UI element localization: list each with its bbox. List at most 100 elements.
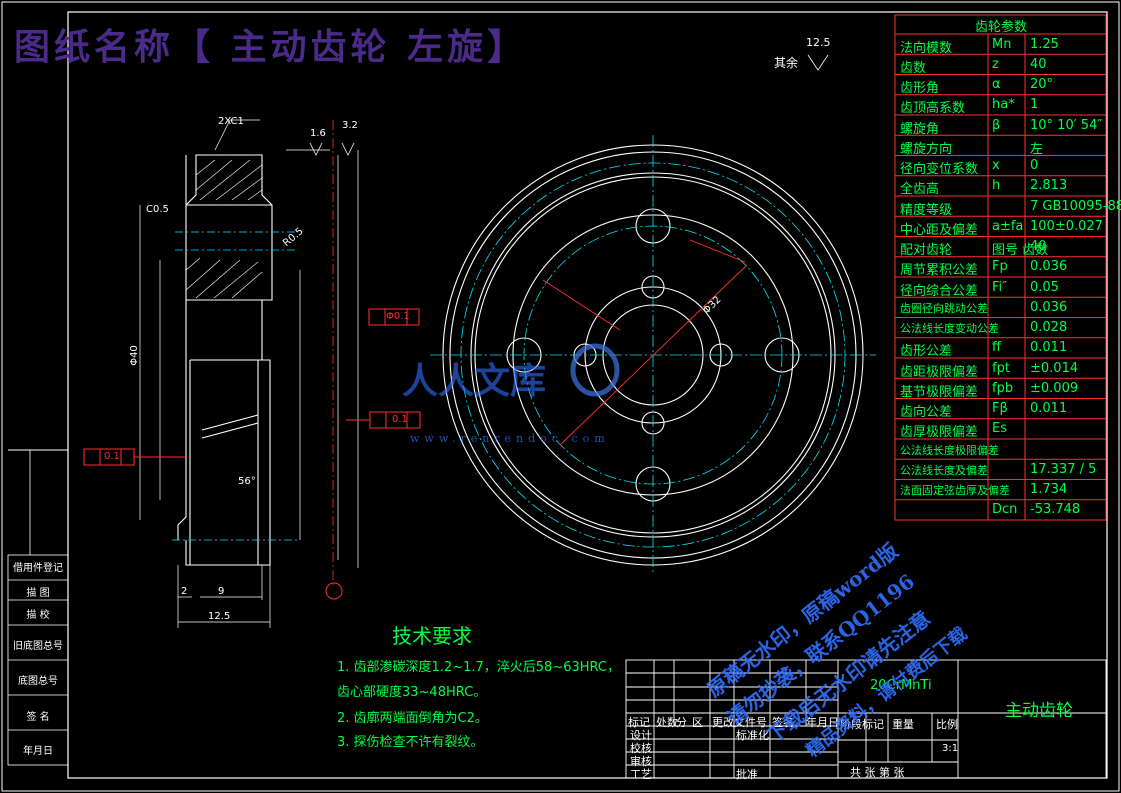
param-value: 0.036 [1030, 299, 1068, 315]
tb-role-check: 校核 [630, 742, 652, 755]
param-name: 径向综合公差 [900, 283, 979, 299]
param-value: 20° [1030, 77, 1054, 93]
param-value: 40 [1030, 239, 1047, 255]
param-symbol: Dcn [992, 502, 1018, 518]
param-value: 0.011 [1030, 401, 1068, 417]
param-symbol: ha* [992, 97, 1015, 113]
param-name: 精度等级 [900, 202, 953, 218]
tech-item-2: 2. 齿廓两端面倒角为C2。 [337, 711, 488, 726]
param-name: 螺旋方向 [900, 141, 953, 157]
param-name: 螺旋角 [900, 121, 940, 137]
watermark-logo: 人人文库 [402, 360, 547, 402]
left-label-sign: 签 名 [26, 712, 50, 723]
param-symbol: 图号 齿数 [992, 243, 1049, 259]
tb-role-review: 审核 [630, 755, 652, 768]
tb-label-count: 处数 [656, 716, 678, 729]
left-label-borrow: 借用件登记 [13, 563, 63, 574]
param-value: 17.337 / 5 [1030, 461, 1097, 477]
tb-label-zone: 分 [676, 716, 687, 729]
param-value: 1 [1030, 97, 1039, 113]
param-symbol: Es [992, 421, 1007, 437]
tech-item-1: 1. 齿部渗碳深度1.2~1.7，淬火后58~63HRC， [337, 660, 620, 675]
param-name: 齿顶高系数 [900, 101, 966, 117]
dim-125: 12.5 [208, 611, 231, 622]
dim-chamfer: 2XC1 [218, 116, 244, 127]
left-label-base: 底图总号 [18, 676, 58, 687]
param-value: 1.25 [1030, 36, 1059, 52]
param-name: 公法线长度及偏差 [900, 463, 988, 477]
watermark-url: www.renrendoc.com [410, 432, 610, 445]
tech-item-1b: 齿心部硬度33~48HRC。 [337, 685, 487, 700]
dim-40: Φ40 [128, 345, 140, 366]
param-symbol: Fβ [992, 401, 1008, 417]
param-name: 周节累积公差 [900, 263, 979, 279]
tol-runout-1: 0.1 [392, 414, 408, 425]
tb-std: 标准化 [736, 729, 769, 742]
scale: 3:1 [942, 743, 959, 754]
param-symbol: Mn [992, 36, 1012, 52]
param-name: 齿形公差 [900, 344, 953, 360]
tb-approve: 批准 [736, 768, 758, 781]
tb-sheet: 共 张 第 张 [850, 766, 905, 779]
param-symbol: ff [992, 340, 1001, 356]
tol-concentric: Φ0.1 [386, 311, 410, 322]
left-label-trace: 描 图 [26, 588, 50, 599]
param-value: ±0.014 [1030, 360, 1079, 376]
param-symbol: h [992, 178, 1001, 194]
dim-2: 2 [181, 586, 188, 597]
dim-roughness-2: 3.2 [342, 120, 358, 131]
param-symbol: x [992, 158, 1000, 174]
param-symbol: z [992, 56, 999, 72]
param-value: 0.028 [1030, 320, 1068, 336]
param-name: 中心距及偏差 [900, 222, 979, 238]
dim-roughness-1: 1.6 [310, 128, 326, 139]
surface-finish-value: 12.5 [806, 36, 831, 49]
material: 20CrMnTi [870, 678, 932, 693]
param-symbol: fpt [992, 360, 1010, 376]
param-value: 0.036 [1030, 259, 1068, 275]
tech-item-3: 3. 探伤检查不许有裂纹。 [337, 735, 484, 750]
tb-stage: 阶段标记 [840, 718, 884, 731]
param-value: ±0.009 [1030, 380, 1079, 396]
param-name: 基节极限偏差 [900, 384, 979, 400]
param-name: 齿形角 [900, 81, 940, 97]
param-value: 2.813 [1030, 178, 1068, 194]
tech-title: 技术要求 [392, 624, 472, 648]
tb-role-design: 设计 [630, 729, 652, 742]
part-name: 主动齿轮 [1005, 701, 1073, 721]
param-name: 径向变位系数 [900, 162, 979, 178]
param-value: 0 [1030, 158, 1039, 174]
param-value: 10° 10′ 54″ [1030, 117, 1103, 133]
param-symbol: Fp [992, 259, 1008, 275]
param-name: 法向模数 [900, 40, 953, 56]
param-value: 7 GB10095-88 [1030, 198, 1121, 214]
param-name: 齿向公差 [900, 405, 953, 421]
param-name: 齿距极限偏差 [900, 364, 979, 380]
tb-ratio: 比例 [936, 718, 958, 731]
param-value: 100±0.027 [1030, 218, 1103, 234]
param-value: 0.011 [1030, 340, 1068, 356]
tb-role-process: 工艺 [630, 768, 652, 781]
param-value: 40 [1030, 56, 1047, 72]
tol-runout-2: 0.1 [104, 451, 120, 462]
param-value: 左 [1030, 141, 1044, 157]
tb-label-mark: 标记 [628, 716, 650, 729]
tb-label-area: 区 [692, 716, 703, 729]
left-label-old: 旧底图总号 [13, 641, 63, 652]
param-header: 齿轮参数 [975, 20, 1028, 35]
param-value: -53.748 [1030, 502, 1081, 518]
dim-c05: C0.5 [146, 204, 169, 215]
left-label-date: 年月日 [23, 746, 53, 757]
param-symbol: Fi″ [992, 279, 1007, 295]
drawing-title: 图纸名称【 主动齿轮 左旋】 [14, 26, 528, 68]
param-name: 全齿高 [900, 182, 940, 198]
param-symbol: fpb [992, 380, 1014, 396]
param-value: 1.734 [1030, 482, 1068, 498]
tb-label-sign: 签名 [772, 716, 794, 729]
param-symbol: α [992, 77, 1001, 93]
param-symbol: a±fa [992, 218, 1024, 234]
param-value: 0.05 [1030, 279, 1059, 295]
param-name: 公法线长度极限偏差 [900, 443, 999, 457]
dim-angle: 56° [238, 476, 256, 487]
